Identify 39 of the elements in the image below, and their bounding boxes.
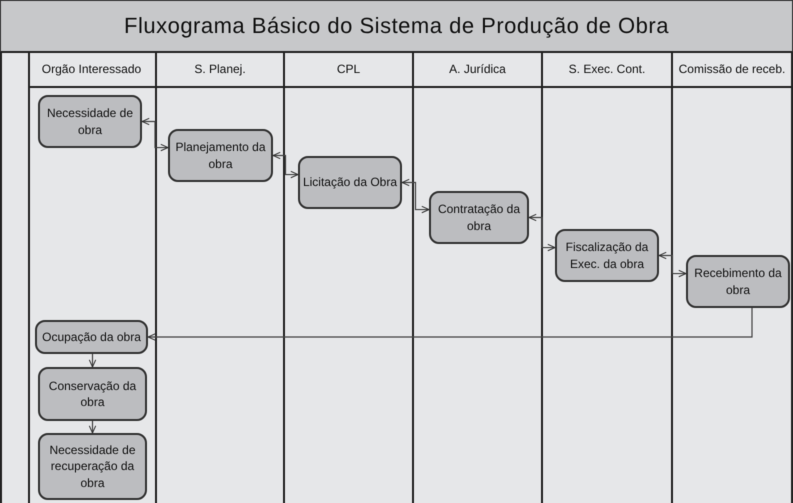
swimlane: [543, 52, 673, 503]
process-box: [38, 95, 142, 148]
connector-arrow: [88, 421, 96, 434]
process-box: [38, 367, 147, 421]
swimlane: [285, 52, 414, 503]
swimlane: [157, 52, 285, 503]
connector-arrow: [142, 118, 168, 152]
process-label: Conservação da obra: [48, 378, 138, 410]
process-label: Contratação da obra: [436, 201, 522, 234]
process-label: Planejamento da obra: [174, 139, 267, 172]
connector-arrow: [528, 214, 556, 252]
process-label: Recebimento da obra: [693, 265, 783, 298]
process-box: [168, 129, 273, 182]
process-box: [429, 191, 529, 244]
lane-header: S. Exec. Cont.: [543, 52, 671, 88]
process-label: Ocupação da obra: [42, 328, 141, 346]
connector-arrow: [148, 308, 753, 341]
process-label: Necessidade de obra: [46, 105, 134, 138]
process-box: [686, 255, 790, 308]
process-box: [298, 156, 402, 209]
process-box: [35, 320, 148, 354]
process-label: Fiscalização da Exec. da obra: [564, 239, 650, 272]
connector-arrow: [402, 178, 430, 214]
lane-header: Orgão Interessado: [28, 52, 155, 88]
lane-header: CPL: [285, 52, 412, 88]
process-box: [38, 433, 147, 500]
connector-arrow: [272, 152, 298, 178]
connector-arrow: [88, 354, 96, 368]
process-box: [555, 229, 659, 282]
diagram-title: Fluxograma Básico do Sistema de Produção de Obra: [124, 13, 669, 39]
swimlane: [673, 52, 793, 503]
lane-header: S. Planej.: [157, 52, 283, 88]
process-label: Necessidade de recuperação da obra: [48, 442, 137, 491]
lane-header: Comissão de receb.: [673, 52, 791, 88]
process-label: Licitação da Obra: [302, 174, 398, 191]
connector-arrow: [658, 252, 686, 278]
swimlane: [414, 52, 543, 503]
lane-header: A. Jurídica: [414, 52, 541, 88]
swimlane: [28, 52, 157, 503]
